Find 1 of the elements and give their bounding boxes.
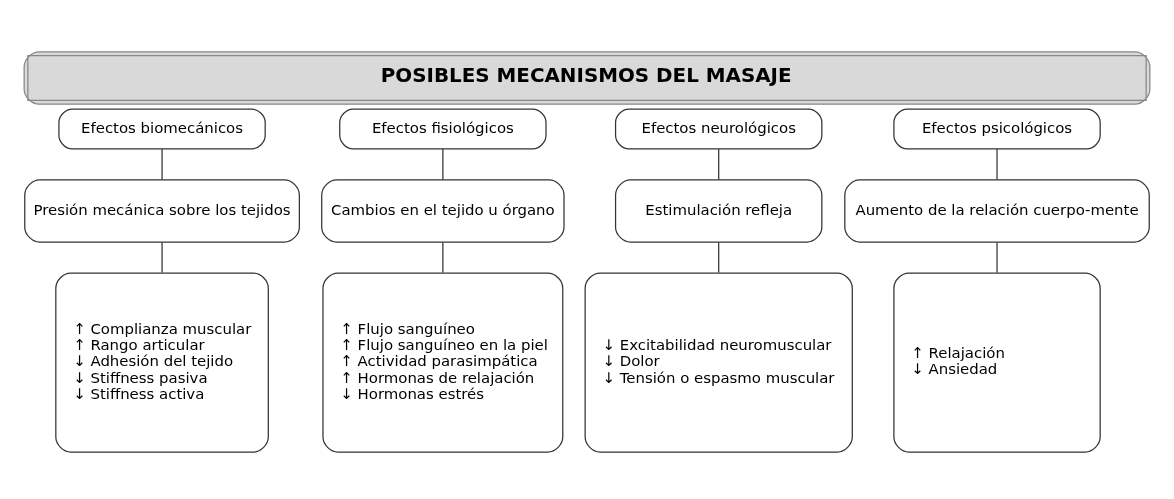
diagram-title: POSIBLES MECANISMOS DEL MASAJE <box>380 63 792 87</box>
